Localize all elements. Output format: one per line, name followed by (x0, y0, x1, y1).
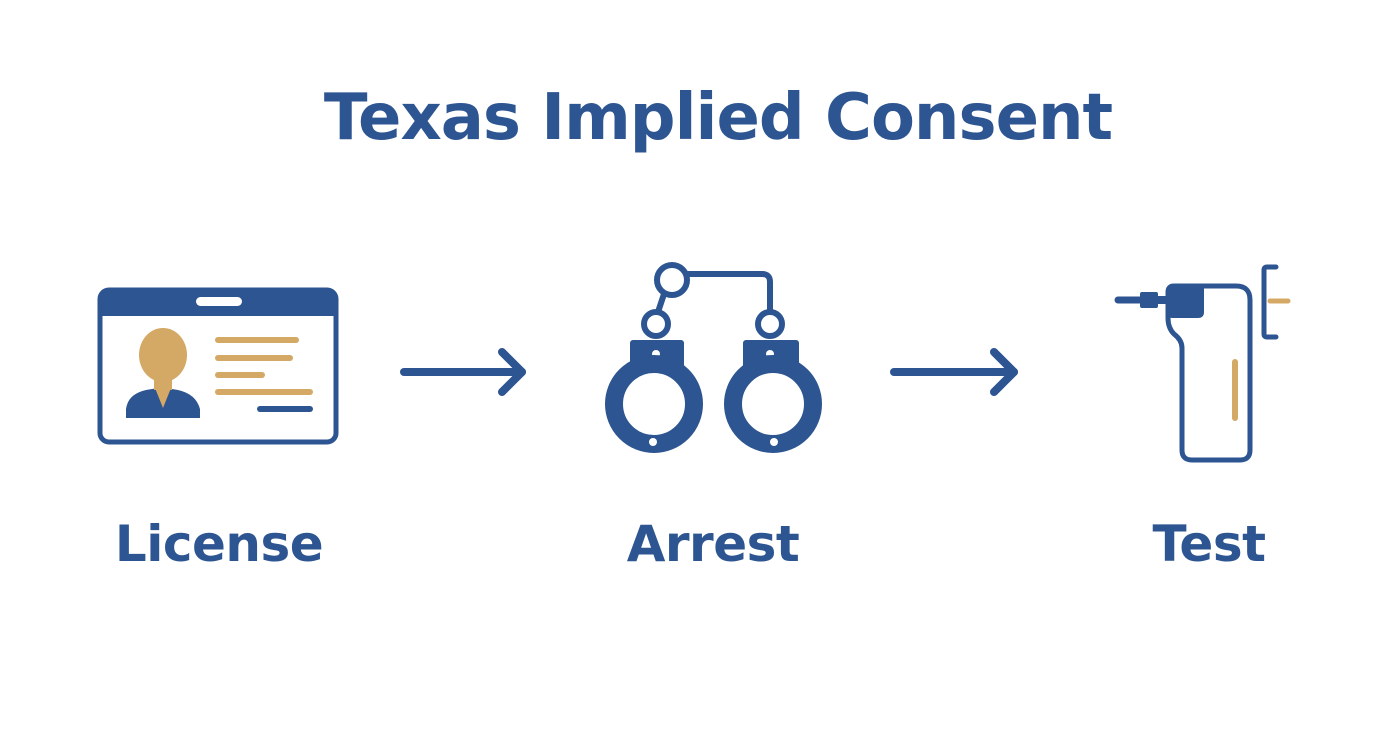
arrow-right-icon (890, 348, 1018, 396)
breathalyzer-icon (1114, 264, 1291, 463)
arrow-right-icon (400, 348, 526, 396)
step-label-license: License (114, 515, 324, 573)
step-label-arrest: Arrest (626, 515, 800, 573)
driver-license-icon (97, 287, 339, 445)
handcuffs-icon (605, 262, 822, 453)
step-label-test: Test (1152, 515, 1266, 573)
diagram-title: Texas Implied Consent (323, 81, 1113, 155)
